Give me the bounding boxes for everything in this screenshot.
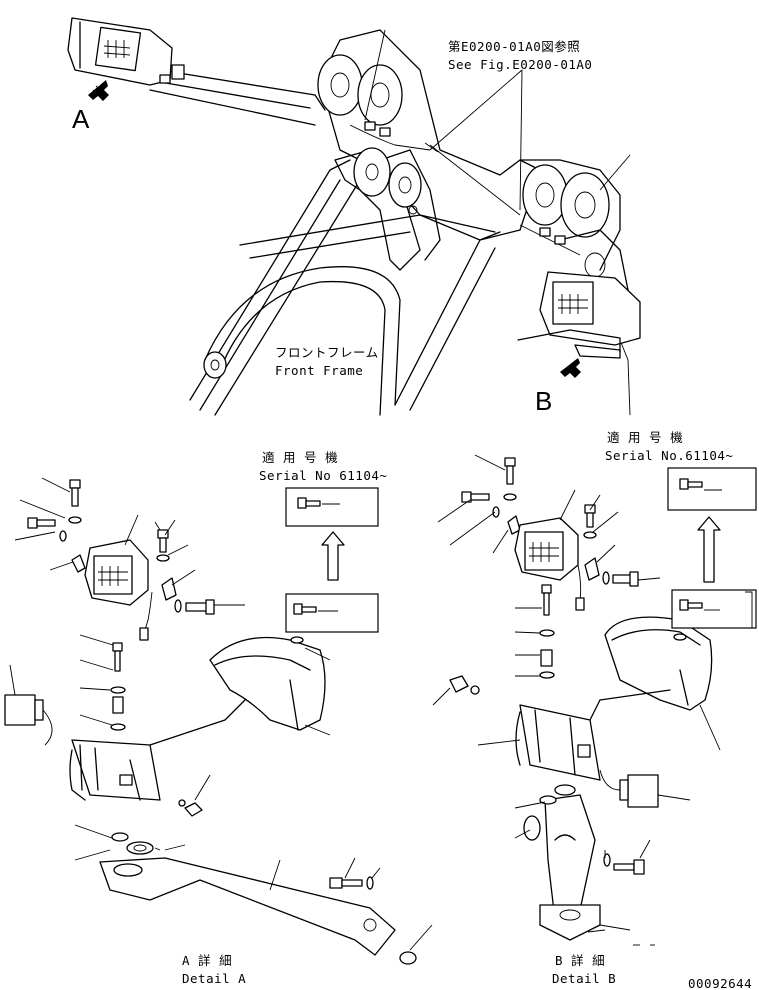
detail-b-title-en: Detail B [552, 971, 616, 986]
bolt [297, 497, 321, 509]
detail-b-title-jp: B 詳 細 [555, 953, 605, 968]
detail-b-serial: Serial No.61104~ [605, 448, 733, 463]
view-b-label: B [535, 386, 552, 416]
detail-a-assembly [4, 479, 417, 965]
drawing-number: 00092644 [688, 976, 752, 990]
view-a-arrow [88, 80, 109, 101]
detail-b-leaders [432, 454, 721, 946]
bolt [27, 517, 56, 529]
ref-note-jp: 第E0200-01A0図参照 [448, 39, 580, 54]
detail-b-assembly [449, 457, 713, 941]
lamp-a-assembly [67, 17, 185, 86]
view-a-label: A [72, 104, 90, 134]
detail-a-serial: Serial No 61104~ [259, 468, 387, 483]
detail-a-title-jp: A 詳 細 [182, 953, 232, 968]
view-b-arrow [560, 358, 581, 378]
detail-a-applicable-jp: 適 用 号 機 [262, 450, 338, 465]
detail-a-title-en: Detail A [182, 971, 246, 986]
detail-a-replace-arrow [321, 531, 345, 581]
lamp-b-assembly [517, 271, 641, 359]
detail-b-replace-arrow [697, 516, 721, 583]
bolt [679, 478, 703, 490]
bolt [679, 599, 703, 611]
detail-a-leaders [9, 477, 433, 951]
front-frame-label-jp: フロントフレーム [275, 345, 379, 360]
front-frame-assembly [149, 29, 641, 416]
bolt [293, 603, 317, 615]
ref-note-en: See Fig.E0200-01A0 [448, 57, 592, 72]
bolt [69, 479, 81, 507]
detail-b-applicable-jp: 適 用 号 機 [607, 430, 683, 445]
front-frame-label-en: Front Frame [275, 363, 363, 378]
